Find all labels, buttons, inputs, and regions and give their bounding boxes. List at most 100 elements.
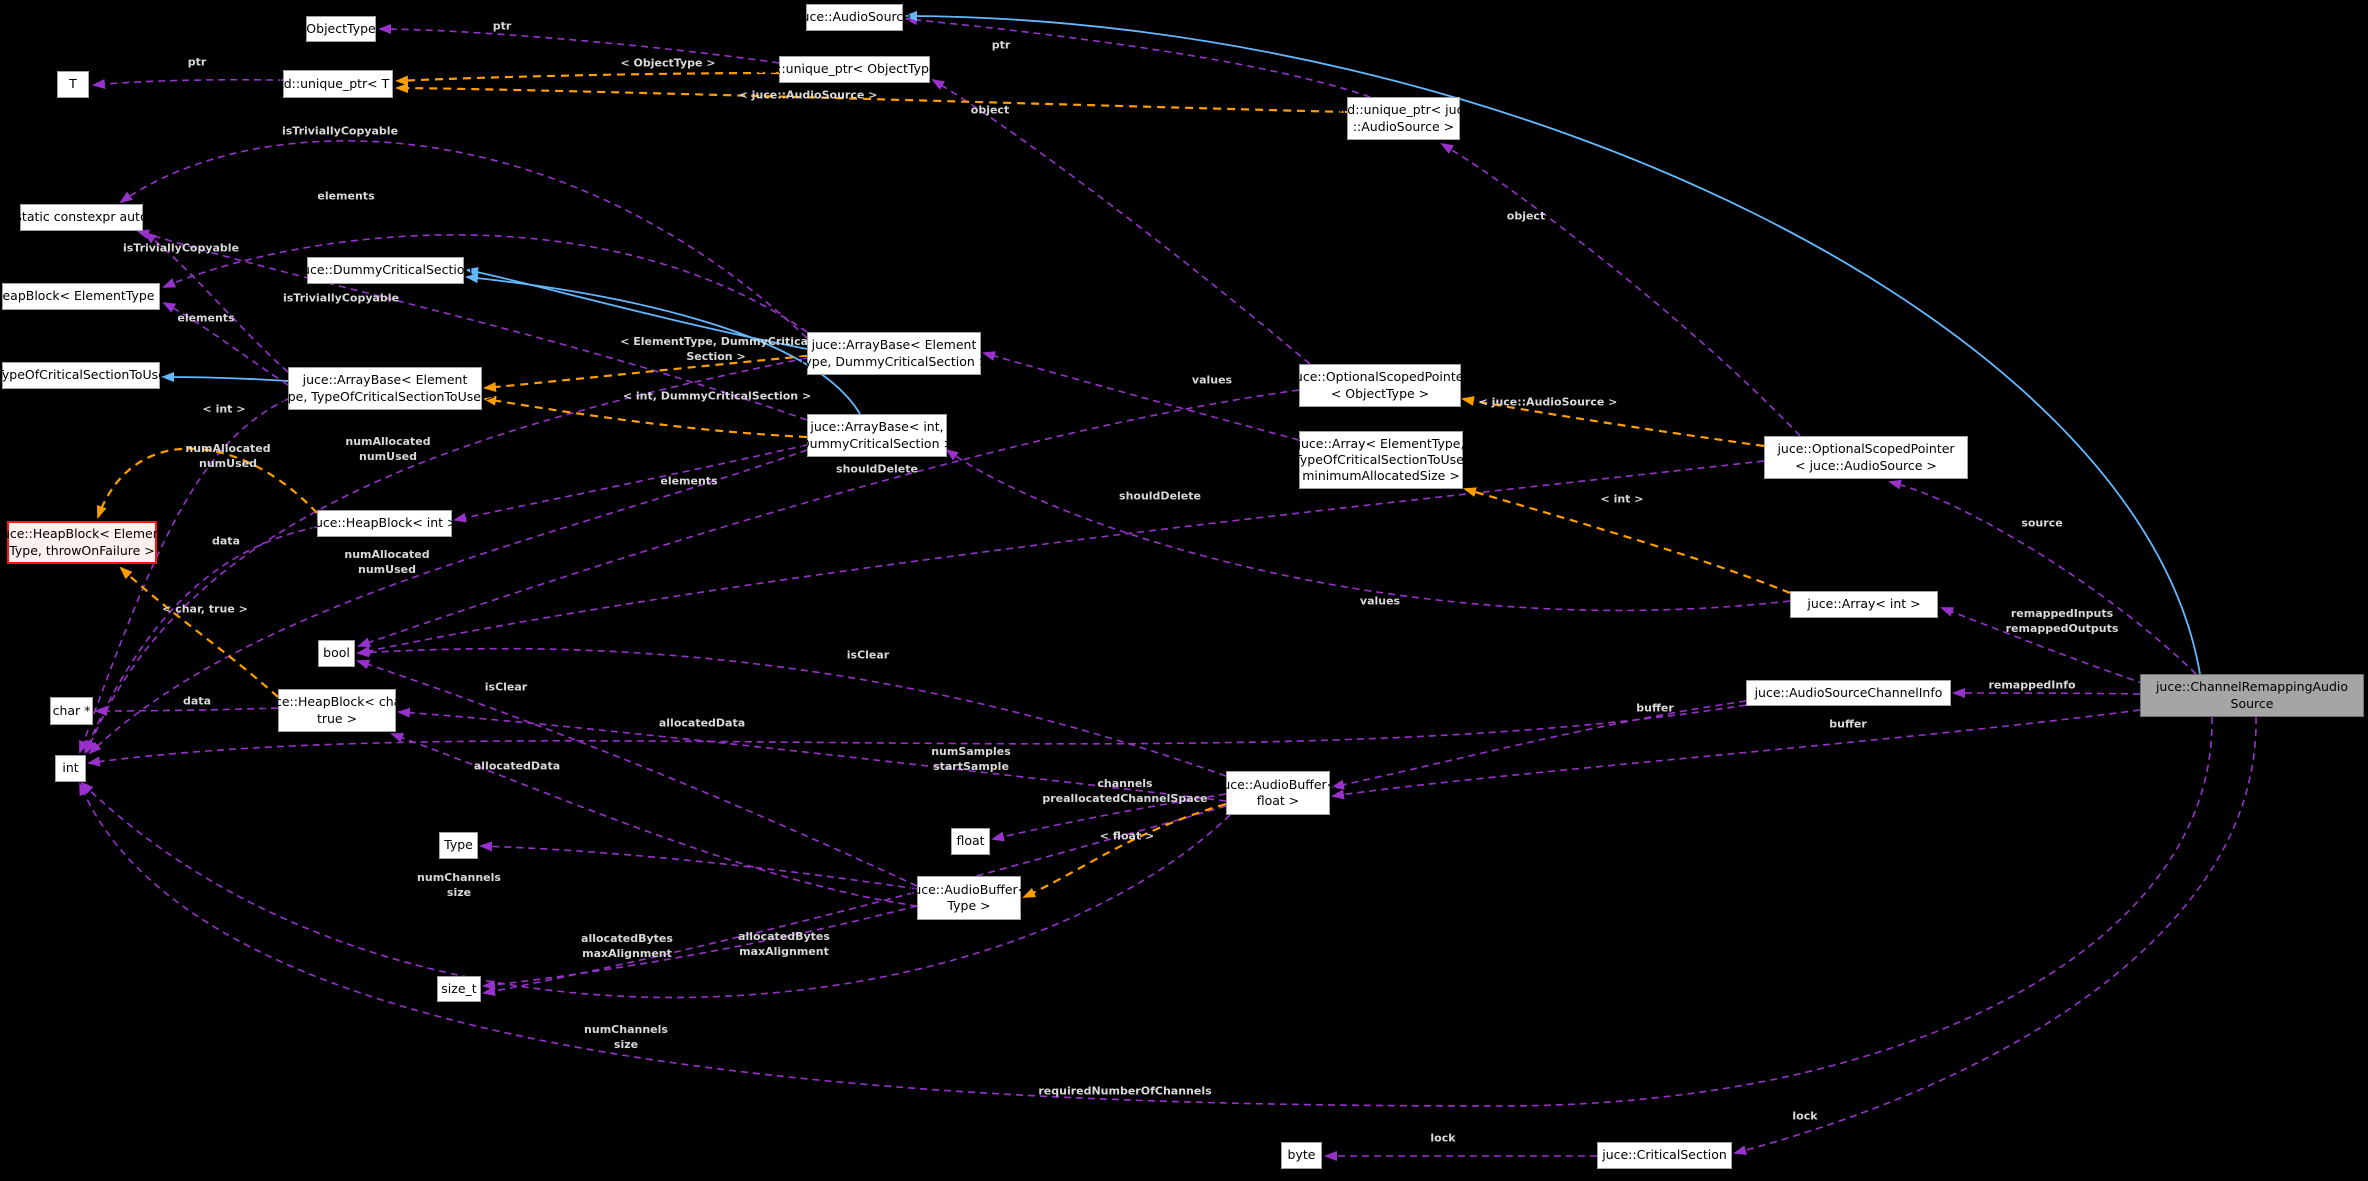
edge-remappedio <box>1940 607 2146 685</box>
edge-label-shoulddelete-2: shouldDelete <box>1119 489 1201 503</box>
edge-label-ptr-objecttype: ptr <box>492 19 512 33</box>
edge-values-2 <box>945 448 1791 612</box>
node-osp-objecttype[interactable]: juce::OptionalScopedPointer < ObjectType… <box>1291 364 1469 407</box>
node-array-int[interactable]: juce::Array< int > <box>1790 591 1938 618</box>
node-audiosource[interactable]: juce::AudioSource <box>798 4 911 31</box>
node-dummycriticalsection[interactable]: juce::DummyCriticalSection <box>299 257 472 284</box>
node-bool[interactable]: bool <box>318 640 355 667</box>
edge-allocatedbytes-1 <box>482 905 918 990</box>
edge-label-tpl-osp-audiosource: < juce::AudioSource > <box>1478 395 1618 409</box>
edge-tpl-arraybase-int <box>483 395 808 439</box>
edge-lock-1 <box>1733 716 2257 1156</box>
edge-label-numchannels-2: numChannels size <box>584 1023 668 1051</box>
node-audiobuffer-type[interactable]: juce::AudioBuffer< Type > <box>910 876 1028 920</box>
edge-ptr-audiosource <box>904 15 1371 98</box>
edge-label-object-2: object <box>1506 209 1546 223</box>
edge-label-buffer-1: buffer <box>1636 701 1674 715</box>
edge-allocatedbytes-2 <box>482 805 1227 996</box>
node-static-constexpr-auto[interactable]: static constexpr auto <box>15 204 148 231</box>
node-audiobuffer-float[interactable]: juce::AudioBuffer< float > <box>1219 771 1337 815</box>
edge-numchannels-1 <box>479 841 918 890</box>
edge-requiredchannels <box>79 716 2213 1107</box>
edge-label-numalloc-3: numAllocated numUsed <box>344 548 430 576</box>
edge-label-tpl-arraybase-e: < ElementType, DummyCritical Section > <box>620 335 812 363</box>
edge-label-elements-2: elements <box>177 311 235 325</box>
edge-itc-2 <box>143 231 289 373</box>
node-criticalsection[interactable]: juce::CriticalSection <box>1597 1142 1732 1169</box>
edge-remappedinfo <box>1952 688 2141 699</box>
edge-label-numchannels-1: numChannels size <box>417 871 501 899</box>
node-unique-ptr-t[interactable]: std::unique_ptr< T > <box>272 70 404 98</box>
node-int[interactable]: int <box>55 755 86 782</box>
edge-tpl-array-int <box>1463 487 1791 595</box>
node-type[interactable]: Type <box>439 832 478 859</box>
edge-label-numalloc-1: numAllocated numUsed <box>185 442 271 470</box>
edge-allocateddata-1 <box>397 707 1227 802</box>
edge-tpl-objecttype <box>395 71 780 86</box>
edge-label-remappedio: remappedInputs remappedOutputs <box>2005 607 2119 635</box>
node-arraybase-e-dcs[interactable]: juce::ArrayBase< Element Type, DummyCrit… <box>799 332 989 375</box>
node-heapblock-char[interactable]: juce::HeapBlock< char, true > <box>264 689 410 732</box>
edge-tpl-osp-audiosource <box>1461 396 1765 448</box>
edge-label-numalloc-2: numAllocated numUsed <box>345 435 431 463</box>
edge-label-source: source <box>2021 516 2063 530</box>
node-array-e[interactable]: juce::Array< ElementType, TypeOfCritical… <box>1294 431 1468 489</box>
edge-object-2 <box>1440 142 1801 437</box>
node-size-t[interactable]: size_t <box>437 976 481 1002</box>
node-channelremapping[interactable]: juce::ChannelRemappingAudio Source <box>2140 674 2364 717</box>
edge-values-1 <box>982 351 1300 441</box>
node-objecttype[interactable]: ObjectType <box>306 16 376 42</box>
edge-label-requiredchannels: requiredNumberOfChannels <box>1038 1084 1212 1098</box>
edge-data-1 <box>84 526 318 754</box>
node-unique-ptr-audiosource[interactable]: std::unique_ptr< juce ::AudioSource > <box>1336 97 1471 140</box>
edge-label-allocateddata-1: allocatedData <box>658 716 746 730</box>
node-arraybase-tocstu[interactable]: juce::ArrayBase< Element Type, TypeOfCri… <box>275 367 495 410</box>
node-heapblock-elementtype[interactable]: HeapBlock< ElementType > <box>0 283 169 310</box>
node-typeofcriticalsectiontouse[interactable]: TypeOfCriticalSectionToUse <box>0 362 166 389</box>
edge-label-tpl-heapblock-char: < char, true > <box>162 602 248 616</box>
node-audiosourcechannelinfo[interactable]: juce::AudioSourceChannelInfo <box>1746 680 1951 706</box>
edge-tpl-arraybase-e <box>483 354 808 392</box>
edge-label-object-1: object <box>970 103 1010 117</box>
node-char-ptr[interactable]: char * <box>50 697 93 725</box>
edge-numalloc-1 <box>79 398 289 754</box>
node-unique-ptr-objecttype[interactable]: std::unique_ptr< ObjectType > <box>758 56 951 83</box>
edge-tpl-heapblock-char <box>119 566 279 698</box>
edge-label-buffer-2: buffer <box>1829 717 1867 731</box>
edge-label-tpl-array-int: < int > <box>1600 492 1644 506</box>
node-t[interactable]: T <box>57 71 89 98</box>
edge-isclear-1 <box>356 647 1227 777</box>
edge-inherit-tocstu <box>161 372 289 383</box>
node-heapblock-int[interactable]: juce::HeapBlock< int > <box>311 510 458 537</box>
node-osp-audiosource[interactable]: juce::OptionalScopedPointer < juce::Audi… <box>1764 436 1968 479</box>
edge-itc-3 <box>136 229 808 421</box>
edge-label-numsamples: numSamples startSample <box>931 745 1011 773</box>
edge-itc-1 <box>119 140 808 339</box>
edge-label-ptr-audiosource: ptr <box>991 38 1011 52</box>
edge-isclear-2 <box>356 659 918 887</box>
edge-numalloc-3 <box>88 449 808 755</box>
edge-label-isclear-1: isClear <box>846 648 890 662</box>
edge-numchannels-2 <box>80 781 1231 999</box>
edge-label-allocatedbytes-1: allocatedBytes maxAlignment <box>738 930 830 958</box>
edge-label-allocatedbytes-2: allocatedBytes maxAlignment <box>581 932 673 960</box>
edge-label-shoulddelete-1: shouldDelete <box>836 462 918 476</box>
node-heapblock-red[interactable]: juce::HeapBlock< Element Type, throwOnFa… <box>0 521 166 564</box>
edge-numalloc-2 <box>86 357 808 754</box>
edge-label-channels-1: channels preallocatedChannelSpace <box>1042 777 1208 805</box>
edge-label-values-1: values <box>1191 373 1233 387</box>
edge-numsamples <box>87 704 1747 767</box>
edge-shoulddelete-2 <box>357 460 1765 656</box>
edge-label-data-1: data <box>212 534 240 548</box>
node-byte[interactable]: byte <box>1281 1142 1322 1169</box>
node-arraybase-int-dcs[interactable]: juce::ArrayBase< int, DummyCriticalSecti… <box>800 414 954 457</box>
edge-label-values-2: values <box>1359 594 1401 608</box>
edge-label-isclear-2: isClear <box>484 680 528 694</box>
node-float[interactable]: float <box>951 828 990 855</box>
edge-channels-1 <box>991 793 1227 842</box>
edge-label-lock-1: lock <box>1792 1109 1818 1123</box>
edge-tpl-uptr-audiosource <box>395 83 1348 114</box>
edge-label-itc-2: isTriviallyCopyable <box>122 241 240 255</box>
